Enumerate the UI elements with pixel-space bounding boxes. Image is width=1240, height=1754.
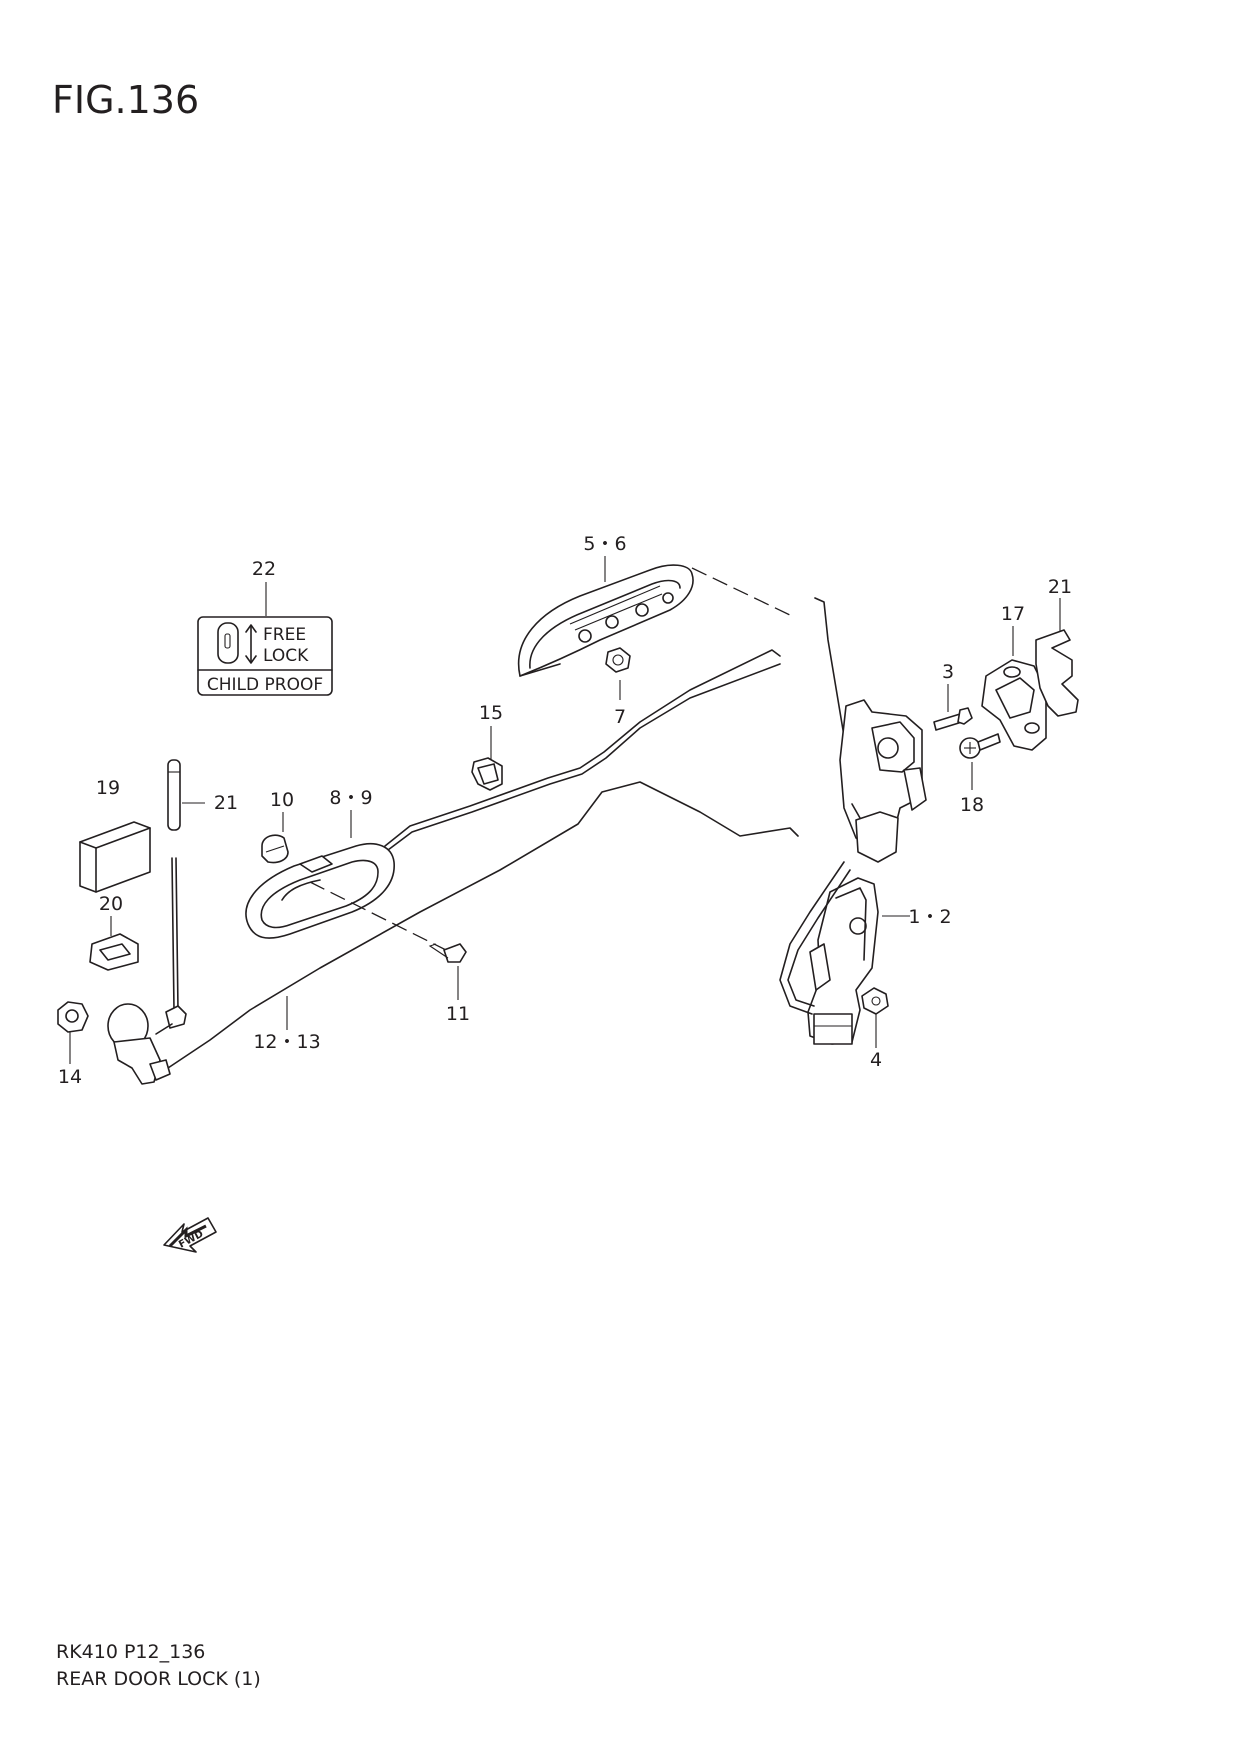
lock-knob-rod-21 xyxy=(165,759,187,1029)
outside-door-handle xyxy=(517,564,793,677)
figure-code: RK410 P12_136 xyxy=(56,1641,206,1663)
callout-17: 21 xyxy=(1048,576,1072,598)
screw-18 xyxy=(959,733,1001,759)
bolt-4 xyxy=(861,987,889,1015)
clip-20 xyxy=(89,933,139,971)
door-lock-assembly xyxy=(779,699,927,1045)
child-proof-caption: CHILD PROOF xyxy=(207,675,323,695)
callout-labels: 22 5・6 21 17 3 7 15 18 19 21 10 8・9 1・2 … xyxy=(58,533,1072,1088)
block-19 xyxy=(79,821,151,893)
child-proof-lock-text: LOCK xyxy=(263,646,309,666)
inside-door-handle xyxy=(245,842,447,951)
callout-7: 7 xyxy=(614,706,626,728)
callout-15: 15 xyxy=(479,702,503,724)
shim-17 xyxy=(1035,629,1079,717)
callout-11: 11 xyxy=(446,1003,470,1025)
callout-12-13: 12・13 xyxy=(253,1031,320,1053)
callout-5-6: 5・6 xyxy=(583,533,626,555)
callout-18: 18 xyxy=(960,794,984,816)
child-proof-label: FREE LOCK CHILD PROOF xyxy=(197,616,333,696)
callout-22: 22 xyxy=(252,558,276,580)
striker-16 xyxy=(981,659,1047,751)
callout-8-9: 8・9 xyxy=(329,787,372,809)
figure-title: FIG.136 xyxy=(52,78,200,122)
grommet-14 xyxy=(57,1001,89,1033)
leader-lines xyxy=(69,556,1061,1064)
callout-21: 21 xyxy=(214,792,238,814)
callout-3: 3 xyxy=(942,661,954,683)
cap-10 xyxy=(261,834,289,864)
callout-14: 14 xyxy=(58,1066,82,1088)
callout-19: 19 xyxy=(96,777,120,799)
callout-10: 10 xyxy=(270,789,294,811)
nut-7 xyxy=(605,647,631,673)
child-proof-free-text: FREE xyxy=(263,625,306,645)
up-down-arrow-icon xyxy=(245,624,257,664)
screw-11 xyxy=(428,943,467,963)
callout-16: 17 xyxy=(1001,603,1025,625)
fwd-arrow-icon: FWD xyxy=(163,1217,217,1253)
callout-20: 20 xyxy=(99,893,123,915)
screw-3 xyxy=(933,707,973,731)
lock-cable-bracket xyxy=(107,1003,173,1085)
callout-4: 4 xyxy=(870,1049,882,1071)
clip-15 xyxy=(471,757,503,791)
figure-name: REAR DOOR LOCK (1) xyxy=(56,1668,261,1690)
callout-1-2: 1・2 xyxy=(908,906,951,928)
